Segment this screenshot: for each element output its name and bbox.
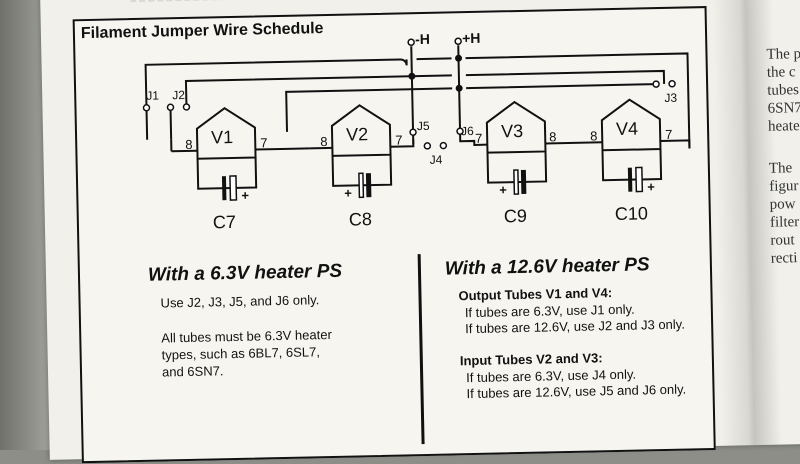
- v1-label: V1: [211, 127, 233, 147]
- v4-pin-right: 7: [665, 127, 673, 142]
- neg-h-label: -H: [415, 31, 430, 47]
- output-line: If tubes are 12.6V, use J2 and J3 only.: [465, 316, 685, 338]
- v4-pin-left: 8: [590, 128, 598, 143]
- junction-dot: [456, 85, 463, 92]
- terminal-j1: [143, 105, 149, 111]
- v3-pin-right: 8: [549, 129, 557, 144]
- pos-h-label: +H: [462, 30, 481, 46]
- terminal-j4b: [440, 143, 446, 149]
- terminal-j4a: [424, 143, 430, 149]
- junction-dot: [455, 55, 462, 62]
- c10-plus: +: [647, 179, 655, 194]
- left-para-line: and 6SN7.: [162, 362, 224, 380]
- v2-pin-right: 7: [395, 132, 403, 147]
- left-heading: With a 6.3V heater PS: [148, 261, 343, 287]
- cap-c8-plate: [366, 173, 372, 197]
- side-text-line: The: [769, 160, 793, 177]
- c7-label: C7: [213, 212, 236, 232]
- terminal-neg-h: [408, 39, 414, 45]
- c9-plus: +: [499, 182, 507, 197]
- cap-c9-plate: [514, 170, 519, 194]
- j1-lead: [146, 108, 147, 140]
- side-text-line: the c: [767, 64, 796, 82]
- figure-frame: Filament Jumper Wire Schedule: [73, 6, 716, 463]
- wiring-schematic: -H +H J1 J2 J3 J4 J5 J6 V1 V2 V3 V4 8 7 …: [75, 8, 710, 261]
- j4-label: J4: [429, 153, 442, 167]
- side-text-line: 6SN7: [767, 100, 800, 118]
- c10-label: C10: [615, 203, 648, 224]
- j1-label: J1: [146, 89, 159, 103]
- faint-text-line: [130, 0, 650, 2]
- side-text-line: recti: [771, 250, 798, 268]
- input-title: Input Tubes V2 and V3:: [460, 350, 603, 368]
- v2-label: V2: [346, 124, 368, 144]
- junction-dot: [408, 73, 415, 80]
- terminal-j5: [410, 129, 416, 135]
- cap-c7-plate: [222, 176, 227, 200]
- v1-pin-right: 7: [260, 135, 268, 150]
- book-page: The p the c tubes 6SN7 heate The figur p…: [40, 0, 800, 460]
- j2-label: J2: [172, 88, 185, 102]
- v1-cap-loop: [198, 158, 257, 189]
- left-line1: Use J2, J3, J5, and J6 only.: [160, 291, 319, 311]
- v3-label: V3: [501, 121, 523, 141]
- j3-label: J3: [664, 91, 677, 105]
- cap-c8-plate: [359, 173, 364, 197]
- c8-plus: +: [344, 186, 352, 201]
- c7-plus: +: [241, 188, 249, 203]
- v1-pin-left: 8: [185, 137, 193, 152]
- terminal-j3: [653, 81, 659, 87]
- cap-c10-plate: [628, 168, 633, 192]
- side-text-line: figur: [769, 178, 799, 196]
- j5-label: J5: [417, 119, 430, 133]
- terminal-j3b: [669, 81, 675, 87]
- input-line: If tubes are 12.6V, use J5 and J6 only.: [466, 381, 686, 403]
- v2-pin-left: 8: [320, 134, 328, 149]
- c8-label: C8: [349, 209, 372, 229]
- side-text-line: The p: [766, 46, 800, 64]
- neg-h-bus: [411, 46, 413, 129]
- side-text-line: tubes: [767, 82, 799, 100]
- v3-pin-left: 7: [475, 131, 483, 146]
- cap-c9-plate: [521, 170, 527, 194]
- v4-label: V4: [616, 119, 638, 139]
- cap-c10-plate: [636, 167, 643, 191]
- side-text-line: rout: [770, 232, 795, 250]
- side-text-line: pow: [769, 196, 795, 214]
- c9-label: C9: [504, 206, 527, 226]
- side-text-line: heate: [768, 118, 800, 136]
- terminal-j2b: [183, 104, 189, 110]
- left-para-line: types, such as 6BL7, 6SL7,: [161, 343, 320, 363]
- cap-c7-plate: [230, 176, 237, 200]
- right-heading: With a 12.6V heater PS: [445, 254, 650, 280]
- j6-label: J6: [461, 124, 474, 138]
- side-text-line: filter: [770, 214, 800, 232]
- panel-divider: [418, 254, 425, 444]
- terminal-pos-h: [455, 38, 461, 44]
- terminal-j2: [167, 104, 173, 110]
